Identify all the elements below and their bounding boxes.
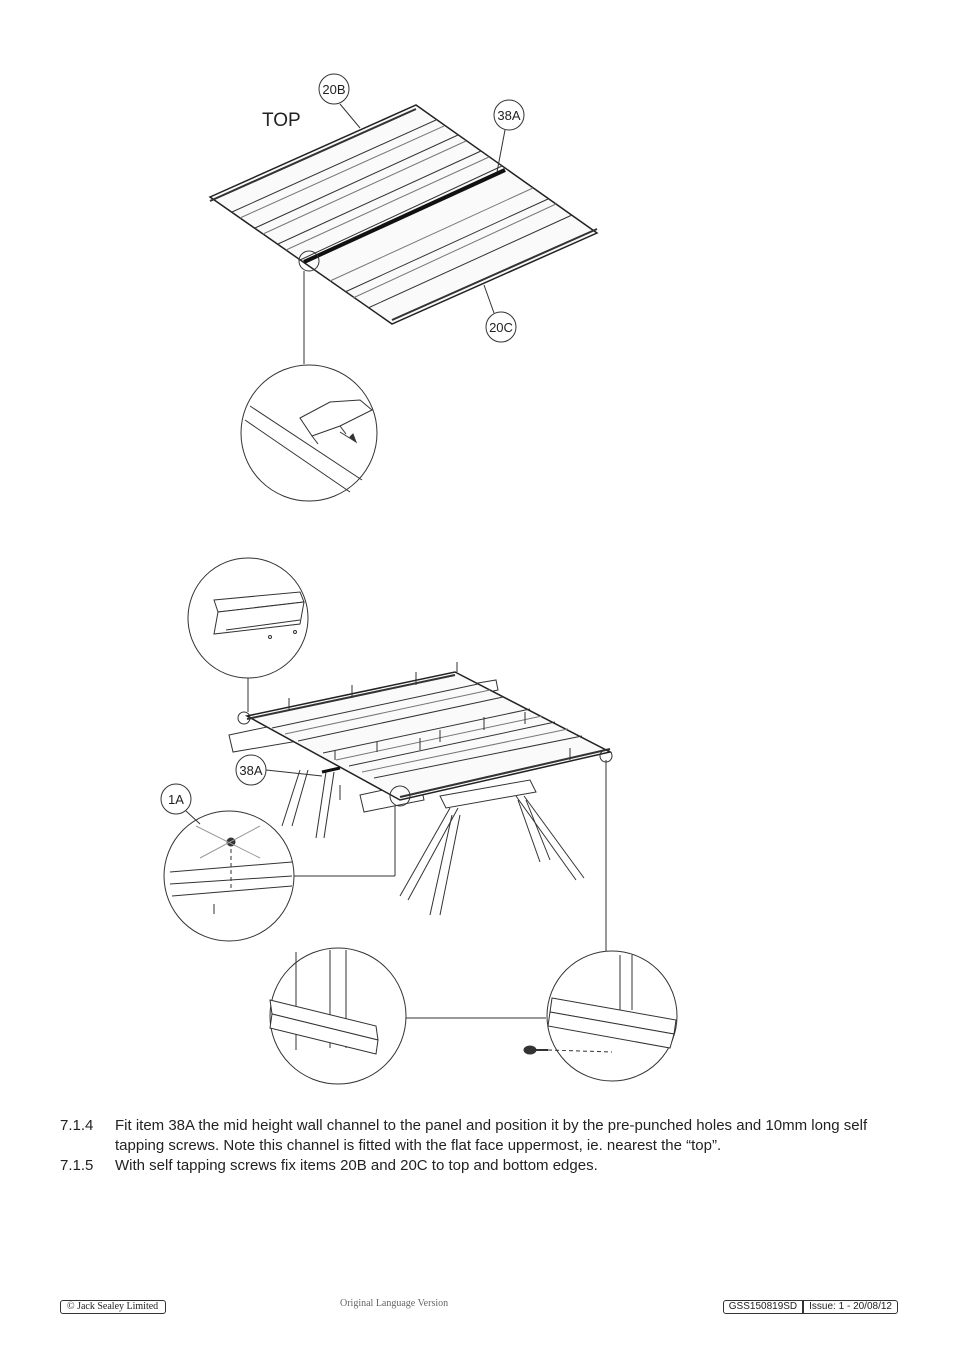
top-label: TOP — [262, 110, 301, 131]
step-text: With self tapping screws fix items 20B a… — [115, 1157, 598, 1174]
instructions: 7.1.4 Fit item 38A the mid height wall c… — [60, 1116, 880, 1176]
step-number: 7.1.5 — [60, 1157, 94, 1174]
detail-circle-channel-end — [240, 364, 378, 502]
issue-date: Issue: 1 - 20/08/12 — [809, 1301, 892, 1312]
callout-1a: 1A — [168, 792, 184, 807]
assembly-illustration: TOP 20B 38A 20C 38A 1A — [160, 73, 678, 1085]
copyright-box: © Jack Sealey Limited — [60, 1300, 166, 1314]
callout-circle-38a — [493, 99, 525, 131]
original-language-note: Original Language Version — [340, 1298, 449, 1309]
document-reference: GSS150819SD Issue: 1 - 20/08/12 — [722, 1300, 898, 1314]
document-code: GSS150819SD — [724, 1301, 805, 1313]
detail-circle-bottom-right — [406, 760, 678, 1082]
callout-20b: 20B — [322, 82, 345, 97]
detail-circle-1a — [163, 806, 396, 942]
step-7-1-5: 7.1.5 With self tapping screws fix items… — [60, 1156, 880, 1176]
step-text: Fit item 38A the mid height wall channel… — [115, 1117, 868, 1154]
step-7-1-4: 7.1.4 Fit item 38A the mid height wall c… — [60, 1116, 880, 1156]
callout-circle-1a — [160, 783, 192, 815]
trestle-diagram — [228, 662, 613, 916]
detail-circle-top-left — [187, 557, 309, 712]
callout-38a-lower: 38A — [239, 763, 262, 778]
step-number: 7.1.4 — [60, 1117, 94, 1134]
callout-38a: 38A — [497, 108, 520, 123]
page-footer: © Jack Sealey Limited Original Language … — [0, 1298, 954, 1318]
top-panel-diagram — [208, 104, 599, 364]
callout-circle-20c — [485, 311, 517, 343]
callout-circle-20b — [318, 73, 350, 105]
detail-circle-bottom-left — [269, 947, 407, 1085]
callout-20c: 20C — [489, 320, 513, 335]
